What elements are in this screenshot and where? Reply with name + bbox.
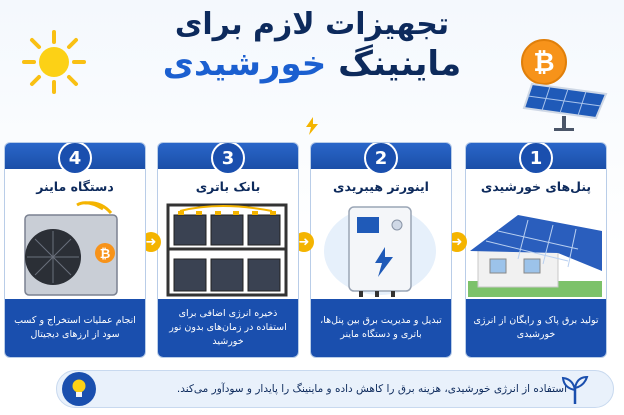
step-number: 2 — [364, 143, 398, 175]
solar-panel-icon — [522, 82, 608, 131]
title-line-2-accent: خورشیدی — [162, 43, 327, 84]
plant-icon — [561, 375, 589, 404]
page-title: تجهیزات لازم برای ماینینگ خورشیدی — [0, 7, 624, 84]
step-label: دستگاه ماینر — [36, 179, 114, 194]
lightning-icon — [306, 117, 318, 135]
svg-text:₿: ₿ — [533, 48, 554, 78]
footer-text: استفاده از انرژی خورشیدی، هزینه برق را ک… — [176, 383, 567, 395]
bitcoin-icon: ₿ — [521, 39, 567, 85]
step-description: انجام عملیات استخراج و کسب سود از ارزهای… — [5, 299, 145, 357]
step-label: اینورتر هیبریدی — [333, 179, 429, 194]
svg-text:₿: ₿ — [100, 247, 111, 262]
inverter-icon — [324, 206, 436, 297]
arrow-icon: ➜ — [141, 232, 161, 252]
step-number: 3 — [211, 143, 245, 175]
battery-bank-icon — [166, 203, 288, 297]
title-line-2-dark: ماینینگ — [338, 43, 462, 84]
house-solar-icon — [468, 215, 602, 297]
step-card-hybrid-inverter: 2 اینورتر هیبریدی تبدیل و مدیریت برق بین… — [310, 142, 452, 358]
step-card-miner: 4 دستگاه ماینر ₿ انجام عملیات استخراج و … — [4, 142, 146, 358]
step-description: ذخیره انرژی اضافی برای استفاده در زمان‌ه… — [158, 299, 298, 357]
step-label: بانک باتری — [195, 179, 261, 194]
title-line-1: تجهیزات لازم برای — [174, 7, 450, 42]
step-card-battery-bank: 3 بانک باتری ذخیره انرژی اضافی برای استف… — [157, 142, 299, 358]
step-description: تبدیل و مدیریت برق بین پنل‌ها، باتری و د… — [311, 299, 451, 357]
step-label: پنل‌های خورشیدی — [480, 179, 592, 194]
arrow-icon: ➜ — [294, 232, 314, 252]
footer-banner: استفاده از انرژی خورشیدی، هزینه برق را ک… — [56, 370, 614, 408]
sun-icon — [22, 30, 86, 94]
arrow-icon: ➜ — [447, 232, 467, 252]
step-number: 4 — [58, 143, 92, 175]
step-description: تولید برق پاک و رایگان از انرژی خورشیدی — [466, 299, 606, 357]
step-number: 1 — [519, 143, 553, 175]
miner-icon: ₿ — [24, 201, 118, 296]
title-line-2: ماینینگ خورشیدی — [0, 43, 624, 84]
step-card-solar-panels: 1 پنل‌های خورشیدی تولید برق پاک و رایگان… — [465, 142, 607, 358]
lightbulb-icon — [62, 372, 96, 406]
